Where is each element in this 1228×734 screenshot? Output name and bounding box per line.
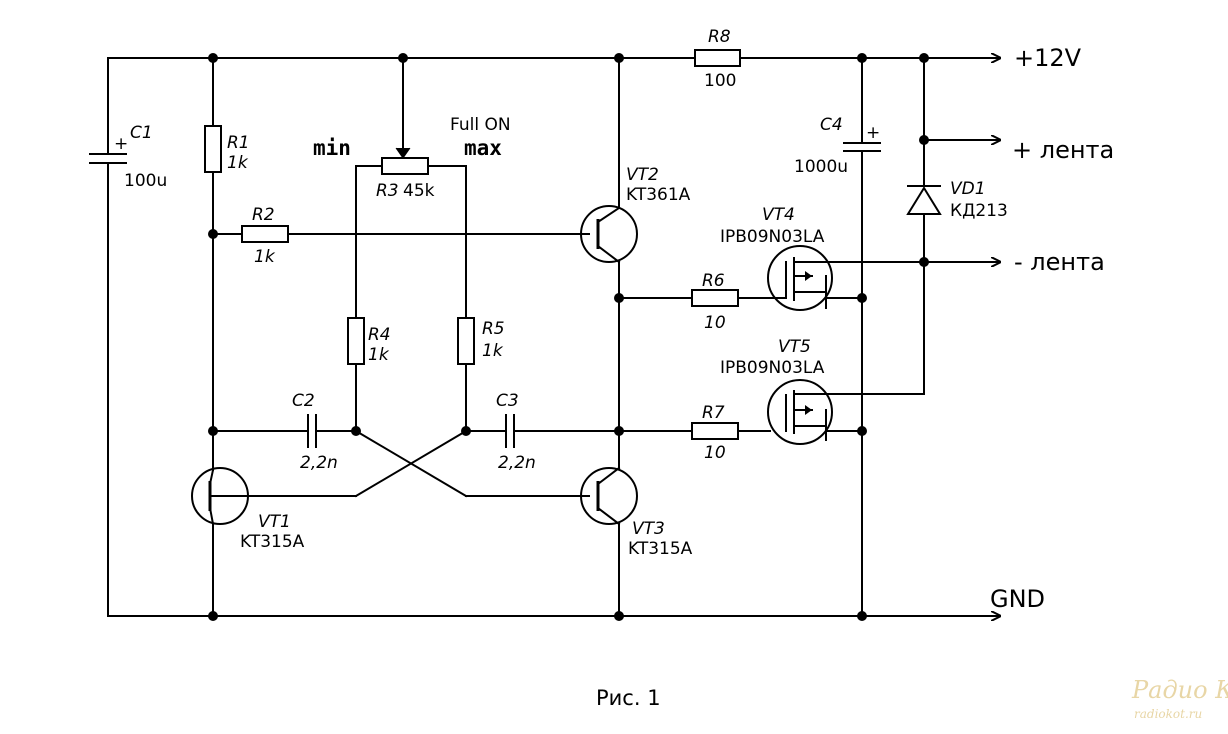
r7-ref: R7: [702, 403, 725, 423]
c2-value: 2,2n: [300, 453, 338, 473]
led-outputs: [923, 140, 1001, 262]
resistor-r8: [694, 49, 741, 67]
resistor-r4: [347, 317, 365, 432]
diode-vd1: [906, 57, 942, 395]
resistor-r7: [691, 422, 771, 440]
cross-coupling-wires: [244, 429, 590, 498]
potentiometer-r3: [355, 57, 467, 319]
r3-value: 45k: [403, 181, 435, 201]
r6-value: 10: [704, 313, 726, 333]
vt5-ref: VT5: [778, 337, 811, 357]
r4-ref: R4: [368, 325, 391, 345]
r8-ref: R8: [708, 27, 731, 47]
r5-value: 1k: [482, 341, 504, 361]
vt1-value: KT315A: [240, 532, 305, 552]
led-minus-label: - лента: [1014, 248, 1105, 276]
resistor-r2: [212, 225, 590, 243]
resistor-r6: [618, 289, 771, 307]
r4-value: 1k: [368, 345, 390, 365]
r1-ref: R1: [227, 133, 250, 153]
vt4-ref: VT4: [762, 205, 795, 225]
resistor-r1: [204, 57, 222, 471]
vd1-ref: VD1: [950, 179, 986, 199]
transistor-vt1: [191, 467, 249, 617]
pot-min-label: min: [313, 136, 351, 160]
watermark-logo: Радио КОТ radiokot.ru: [1131, 676, 1228, 721]
svg-text:Радио КОТ: Радио КОТ: [1131, 676, 1228, 704]
gnd-label: GND: [990, 585, 1045, 613]
vcc-label: +12V: [1014, 44, 1082, 72]
capacitor-c3: [465, 414, 693, 448]
r3-ref: R3: [376, 181, 399, 201]
svg-text:+: +: [866, 123, 880, 143]
r7-value: 10: [704, 443, 726, 463]
vt1-ref: VT1: [258, 512, 291, 532]
transistor-vt3: [580, 466, 638, 617]
resistor-r5: [457, 317, 475, 432]
svg-text:+: +: [114, 134, 128, 154]
r8-value: 100: [704, 71, 736, 91]
mosfet-vt5: [767, 379, 925, 445]
c1-ref: C1: [130, 123, 153, 143]
vt5-value: IPB09N03LA: [720, 358, 825, 378]
vt3-value: KT315A: [628, 539, 693, 559]
mosfet-vt4: [767, 245, 925, 311]
c3-value: 2,2n: [498, 453, 536, 473]
transistor-vt2: [580, 57, 638, 469]
c1-value: 100u: [124, 171, 167, 191]
r2-value: 1k: [254, 247, 276, 267]
vt2-value: KT361A: [626, 185, 691, 205]
c3-ref: C3: [496, 391, 519, 411]
c4-ref: C4: [820, 115, 843, 135]
pot-full-on-label: Full ON: [450, 115, 511, 135]
svg-text:radiokot.ru: radiokot.ru: [1134, 707, 1202, 721]
pot-max-label: max: [464, 136, 502, 160]
led-plus-label: + лента: [1012, 136, 1114, 164]
r6-ref: R6: [702, 271, 725, 291]
r5-ref: R5: [482, 319, 505, 339]
r2-ref: R2: [252, 205, 275, 225]
r1-value: 1k: [227, 153, 249, 173]
c2-ref: C2: [292, 391, 315, 411]
capacitor-c1: +: [89, 57, 128, 617]
capacitor-c2: [212, 414, 357, 448]
vt4-value: IPB09N03LA: [720, 227, 825, 247]
c4-value: 1000u: [794, 157, 848, 177]
vt3-ref: VT3: [632, 519, 665, 539]
capacitor-c4: +: [843, 57, 881, 617]
figure-caption: Рис. 1: [596, 686, 661, 710]
junction-dots: [208, 53, 929, 621]
vd1-value: КД213: [950, 201, 1008, 221]
vt2-ref: VT2: [626, 165, 659, 185]
